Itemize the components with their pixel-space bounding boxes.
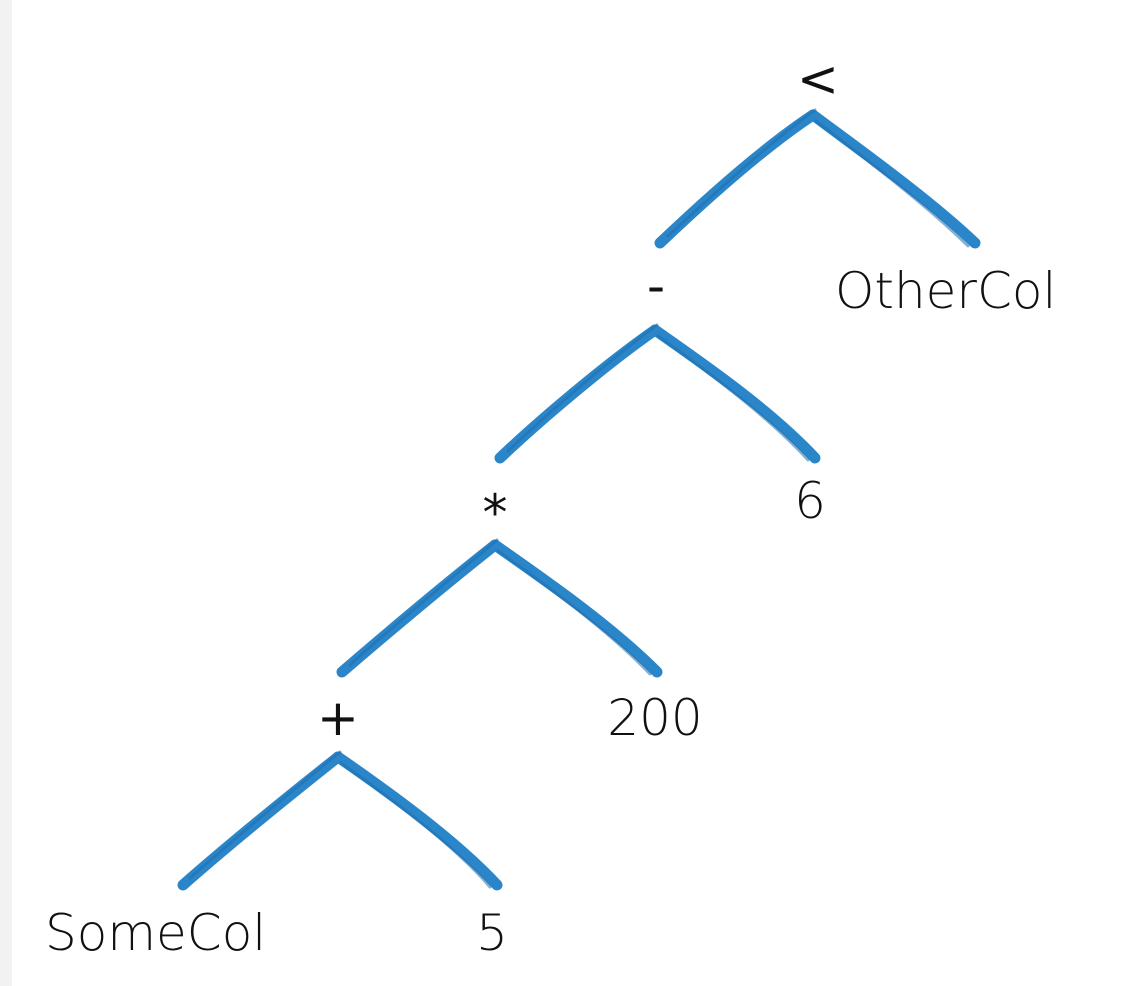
branch-times bbox=[336, 538, 663, 678]
edge-minus-to-times bbox=[494, 324, 661, 464]
node-six: 6 bbox=[794, 472, 826, 530]
branch-lt bbox=[654, 108, 981, 249]
node-times: * bbox=[483, 484, 508, 542]
branch-plus bbox=[177, 750, 503, 891]
edge-plus-to-somecol bbox=[177, 751, 344, 891]
node-minus: - bbox=[647, 257, 665, 315]
edge-plus-to-5 bbox=[332, 751, 503, 891]
node-less-than: < bbox=[797, 50, 839, 108]
branch-minus bbox=[494, 323, 821, 464]
node-plus: + bbox=[317, 689, 359, 747]
edge-lt-to-othercol bbox=[807, 109, 981, 249]
node-200: 200 bbox=[607, 689, 702, 747]
left-margin-strip bbox=[0, 0, 12, 986]
edge-minus-to-six bbox=[649, 324, 821, 464]
node-othercol: OtherCol bbox=[835, 262, 1056, 320]
node-five: 5 bbox=[476, 904, 508, 962]
edge-times-to-200 bbox=[489, 539, 663, 678]
node-somecol: SomeCol bbox=[45, 904, 266, 962]
